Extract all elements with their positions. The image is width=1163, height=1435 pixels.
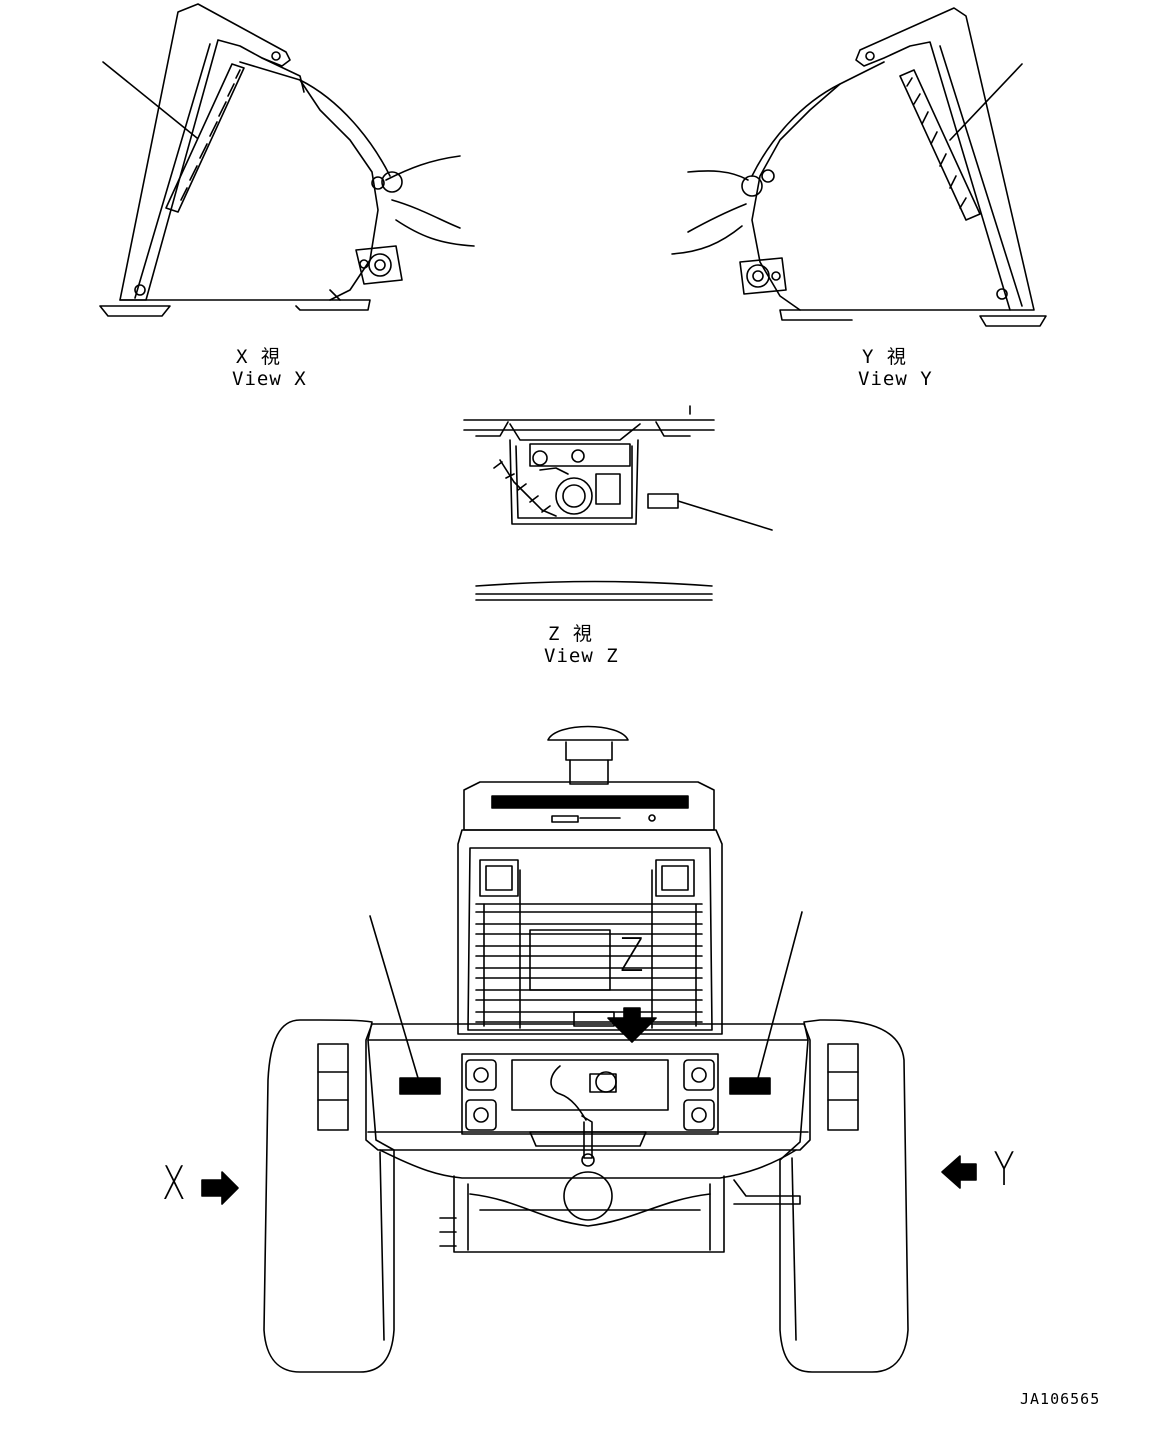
radiator-grille [475,869,703,1029]
view-y-label-jp: Y 視 [862,346,907,368]
arrow-left-icon [941,1155,977,1189]
caution-decal-right [899,69,981,221]
leader-line-z [677,500,773,531]
view-z-label-en: View Z [544,645,619,667]
drawing-code: JA106565 [1020,1390,1101,1408]
arrow-right-icon [201,1171,239,1205]
view-x-label-en: View X [232,368,307,390]
side-lamp-right [827,1043,859,1131]
bucket-side-view-y [671,7,1047,327]
hitch-detail-view-z [463,405,773,601]
work-light-left [479,859,519,897]
caution-decal-left [165,63,245,213]
side-lamp-left [317,1043,349,1131]
tire-right [779,1019,909,1373]
leader-line-front-right [757,911,803,1079]
machine-front-view [201,725,977,1373]
leader-line-front-left [369,915,419,1079]
caution-decal-hitch [647,493,679,509]
marker-x: X [161,1156,186,1210]
bucket-side-view-x [99,3,475,317]
marker-y: Y [993,1142,1015,1196]
view-z-label-jp: Z 視 [548,623,593,645]
tire-left [263,1019,395,1373]
frame-decal-right [729,1077,771,1095]
view-x-label-jp: X 視 [236,346,281,368]
hood-stripe-decal [491,795,689,809]
frame-decal-left [399,1077,441,1095]
marker-z: Z [619,928,644,982]
leader-line-x [102,61,198,139]
arrow-down-icon [607,1007,657,1043]
work-light-right [655,859,695,897]
view-y-label-en: View Y [858,368,933,390]
